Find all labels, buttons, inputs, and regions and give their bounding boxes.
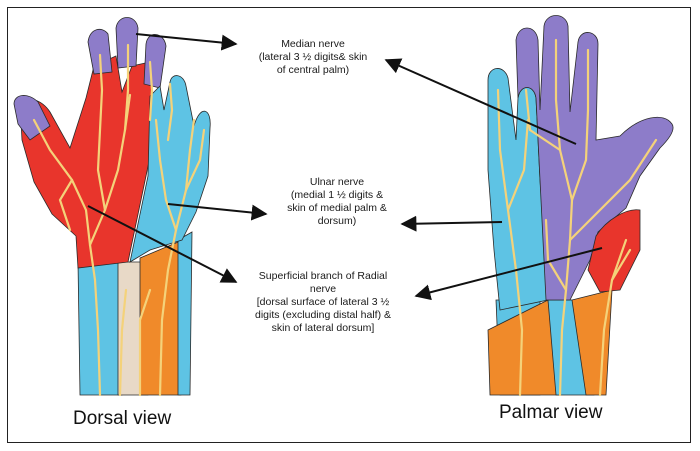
arrow-median-palmar (384, 58, 577, 145)
ulnar-label-line-4: dorsum) (317, 215, 357, 227)
ulnar-nerve-label: Ulnar nerve (medial 1 ½ digits & skin of… (262, 176, 412, 228)
dorsal-ulnar-region (129, 75, 211, 263)
median-label-line-3: of central palm) (276, 64, 350, 76)
radial-nerve-label: Superficial branch of Radial nerve [dors… (228, 270, 418, 335)
dorsal-hand (13, 17, 211, 397)
median-label-line-2: (lateral 3 ½ digits& skin (258, 51, 368, 63)
ulnar-label-line-3: skin of medial palm & (287, 202, 387, 214)
palmar-hand (487, 15, 674, 397)
dorsal-nerve-branches (32, 43, 206, 397)
arrow-ulnar-palmar (400, 215, 503, 232)
arrow-radial-palmar (414, 247, 603, 301)
radial-label-line-3: [dorsal surface of lateral 3 ½ (256, 296, 390, 308)
palmar-nerve-branches (496, 38, 658, 397)
pointer-arrows (87, 33, 603, 301)
dorsal-median-thumb (13, 95, 51, 141)
ulnar-label-line-2: (medial 1 ½ digits & (290, 189, 384, 201)
radial-label-line-2: nerve (309, 283, 337, 295)
dorsal-median-tip-index (87, 28, 113, 75)
median-label-line-1: Median nerve (281, 38, 345, 50)
arrow-ulnar-dorsal (167, 203, 268, 221)
arrow-radial-dorsal (87, 205, 238, 283)
radial-label-line-4: digits (excluding distal half) & (255, 309, 391, 321)
radial-label-line-5: skin of lateral dorsum] (271, 322, 375, 334)
median-nerve-label: Median nerve (lateral 3 ½ digits& skin o… (228, 38, 398, 77)
radial-label-line-1: Superficial branch of Radial (258, 270, 388, 282)
dorsal-median-tip-middle (115, 17, 139, 69)
palmar-view-caption: Palmar view (499, 402, 603, 423)
dorsal-forearm-ulnar-right (177, 231, 193, 396)
dorsal-median-tip-ring (143, 34, 167, 89)
dorsal-view-caption: Dorsal view (73, 408, 172, 429)
figure-frame (7, 7, 691, 443)
arrow-median-dorsal (135, 33, 238, 51)
ulnar-label-line-1: Ulnar nerve (309, 176, 365, 188)
